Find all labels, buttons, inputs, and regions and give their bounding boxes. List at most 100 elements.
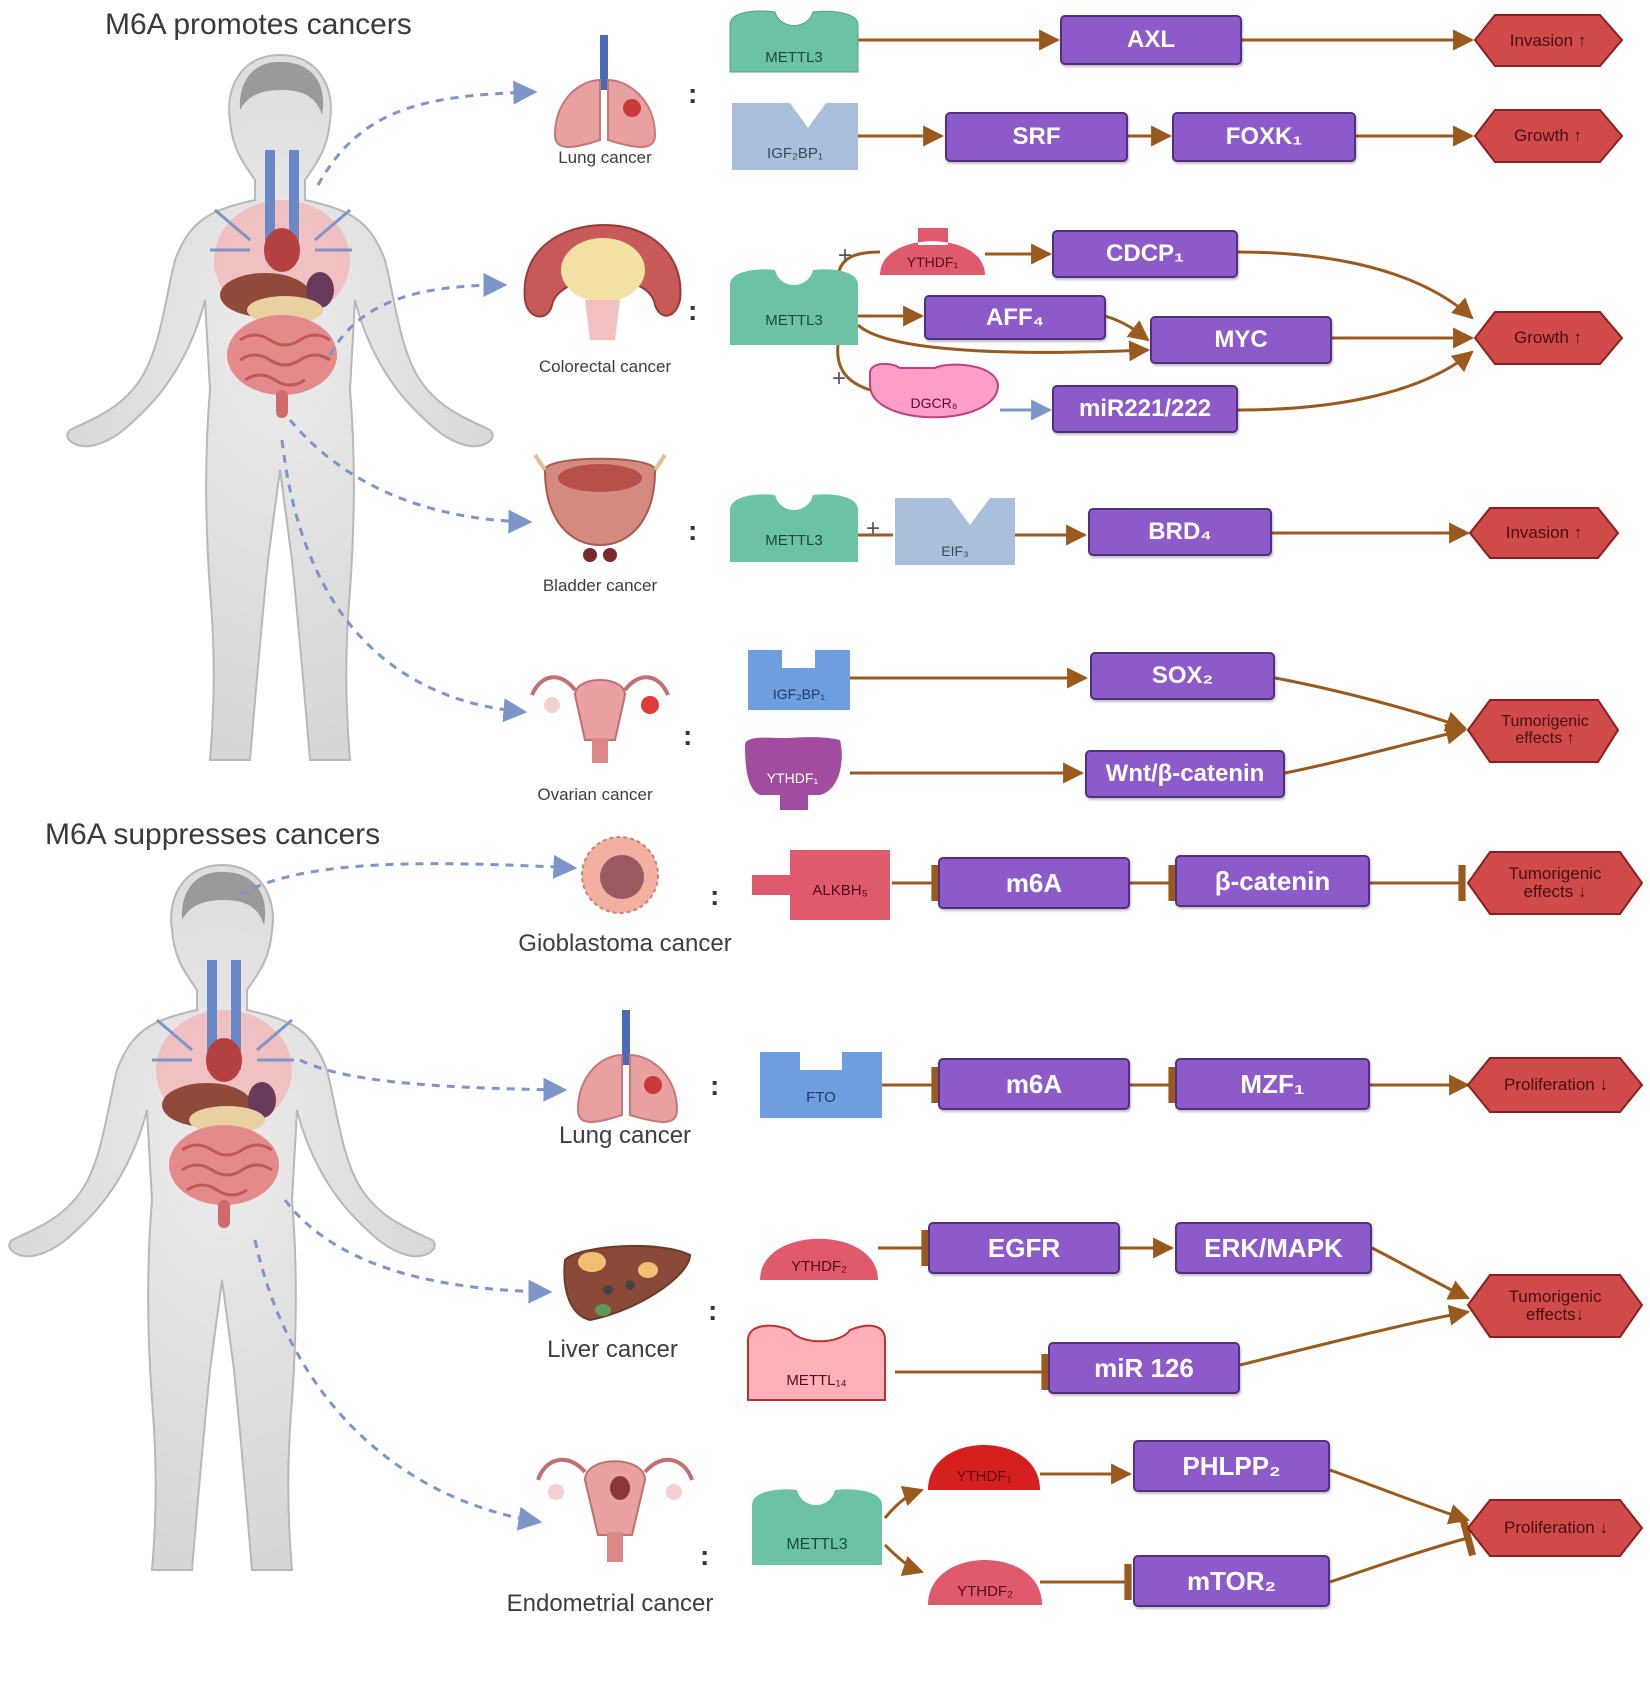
suppresses-title: M6A suppresses cancers <box>45 818 381 851</box>
ythdf2-a-shape <box>760 1238 878 1280</box>
igf2bp1-a-shape <box>732 103 858 170</box>
organ-endometrial-icon <box>536 1457 694 1562</box>
enzyme-ythdf1-a: YTHDF₁ <box>906 254 959 270</box>
pointer-lung-top <box>316 80 538 186</box>
colon-mark: : <box>683 720 693 751</box>
node-m6a-a: m6A <box>938 857 1130 909</box>
mettl3-b-shape <box>730 269 858 345</box>
organ-lung-bottom-icon <box>576 1010 679 1123</box>
enzyme-igf2bp1-b: IGF₂BP₁ <box>772 686 826 702</box>
effect-proliferation-lung: Proliferation ↓ <box>1504 1075 1608 1095</box>
node-mir126: miR 126 <box>1048 1342 1240 1394</box>
plus-mark: + <box>838 242 853 269</box>
node-foxk1: FOXK₁ <box>1172 112 1356 162</box>
node-bcatenin: β-catenin <box>1175 855 1370 907</box>
ythdf1-a-shape <box>880 228 985 275</box>
enzyme-fto: FTO <box>806 1089 836 1106</box>
organ-glioblastoma-icon <box>581 836 659 914</box>
ythdf1-c-shape <box>928 1445 1040 1490</box>
organ-label-endometrial: Endometrial cancer <box>506 1590 714 1617</box>
enzyme-igf2bp1-a: IGF₂BP₁ <box>767 145 823 162</box>
mettl14-shape <box>747 1324 886 1401</box>
node-srf: SRF <box>945 112 1128 162</box>
enzyme-ythdf2-b: YTHDF₂ <box>957 1583 1013 1600</box>
organ-liver-icon <box>563 1244 692 1322</box>
enzyme-mettl3-d: METTL3 <box>786 1536 848 1553</box>
node-m6a-b: m6A <box>938 1058 1130 1110</box>
enzyme-shapes <box>729 10 1042 1605</box>
effect-invasion-lung: Invasion ↑ <box>1509 30 1587 50</box>
pointer-glioblastoma <box>239 854 578 897</box>
node-mtor2: mTOR₂ <box>1133 1555 1330 1607</box>
effect-hexagons <box>1466 14 1644 1557</box>
enzyme-alkbh5: ALKBH₅ <box>812 882 868 899</box>
plus-mark: + <box>832 365 847 392</box>
organ-bladder-icon <box>533 453 667 562</box>
alkbh5-shape <box>752 850 890 920</box>
human-figure-bottom <box>8 863 436 1571</box>
node-egfr: EGFR <box>928 1222 1120 1274</box>
ythdf1-b-shape <box>745 737 842 810</box>
eif3-shape <box>895 498 1015 565</box>
enzyme-dgcr8: DGCR₈ <box>910 395 958 411</box>
node-mir221: miR221/222 <box>1052 385 1238 433</box>
mettl3-c-shape <box>730 494 858 562</box>
effect-proliferation-endometrial: Proliferation ↓ <box>1504 1518 1608 1538</box>
dgcr8-shape <box>869 362 1000 419</box>
node-brd4: BRD₄ <box>1088 508 1272 556</box>
pointer-lung-bottom <box>299 1058 568 1102</box>
pointer-colorectal <box>328 273 508 356</box>
colon-mark: : <box>710 880 720 911</box>
effect-tumorigenic-ovarian: Tumorigenic effects ↑ <box>1501 713 1589 747</box>
mettl3-a-shape <box>729 10 859 73</box>
node-aff4: AFF₄ <box>924 295 1106 340</box>
organ-colorectal-icon <box>523 223 682 340</box>
effect-tumorigenic-glioblastoma: Tumorigenic effects ↓ <box>1508 864 1602 901</box>
pointer-bladder <box>288 419 533 534</box>
pointer-ovarian <box>280 439 528 723</box>
organ-lung-top-icon <box>553 35 657 148</box>
node-sox2: SOX₂ <box>1090 652 1275 700</box>
organ-label-liver: Liver cancer <box>547 1336 678 1363</box>
node-phlpp2: PHLPP₂ <box>1133 1440 1330 1492</box>
fto-shape <box>760 1052 882 1118</box>
effect-invasion-bladder: Invasion ↑ <box>1505 523 1583 543</box>
plus-mark: + <box>866 515 881 542</box>
enzyme-ythdf2-a: YTHDF₂ <box>791 1258 847 1275</box>
colon-mark: : <box>688 295 698 326</box>
colon-mark: : <box>688 78 698 109</box>
mettl3-d-shape <box>752 1489 882 1565</box>
enzyme-mettl3-c: METTL3 <box>765 532 823 549</box>
enzyme-mettl3-a: METTL3 <box>765 49 823 66</box>
effect-growth-lung: Growth ↑ <box>1513 126 1583 146</box>
human-figure-top <box>66 53 494 761</box>
organ-label-lung-bottom: Lung cancer <box>558 1122 692 1149</box>
node-mzf1: MZF₁ <box>1175 1058 1370 1110</box>
enzyme-ythdf1-b: YTHDF₁ <box>766 770 819 786</box>
organ-label-bladder: Bladder cancer <box>542 576 658 595</box>
enzyme-ythdf1-c: YTHDF₁ <box>956 1468 1012 1485</box>
node-wnt: Wnt/β-catenin <box>1085 750 1285 798</box>
promotes-title: M6A promotes cancers <box>105 8 412 41</box>
pointer-liver <box>283 1199 553 1304</box>
node-erk: ERK/MAPK <box>1175 1222 1372 1274</box>
colon-mark: : <box>708 1295 718 1326</box>
organ-label-ovarian: Ovarian cancer <box>537 785 653 804</box>
organ-label-colorectal: Colorectal cancer <box>538 357 672 376</box>
pathway-arrows <box>836 29 1477 1600</box>
colon-mark: : <box>700 1540 710 1571</box>
colon-mark: : <box>710 1070 720 1101</box>
igf2bp1-b-shape <box>748 650 850 710</box>
organ-label-lung-top: Lung cancer <box>558 148 652 167</box>
enzyme-mettl3-b: METTL3 <box>765 312 823 329</box>
pointer-endometrial <box>253 1239 543 1531</box>
enzyme-eif3: EIF₃ <box>941 543 969 559</box>
effect-tumorigenic-liver: Tumorigenic effects↓ <box>1508 1287 1602 1324</box>
colon-mark: : <box>688 515 698 546</box>
node-cdcp1: CDCP₁ <box>1052 230 1238 278</box>
organ-label-glioblastoma: Gioblastoma cancer <box>518 930 732 957</box>
node-axl: AXL <box>1060 15 1242 65</box>
enzyme-mettl14: METTL₁₄ <box>786 1372 847 1389</box>
ythdf2-b-shape <box>928 1560 1042 1605</box>
